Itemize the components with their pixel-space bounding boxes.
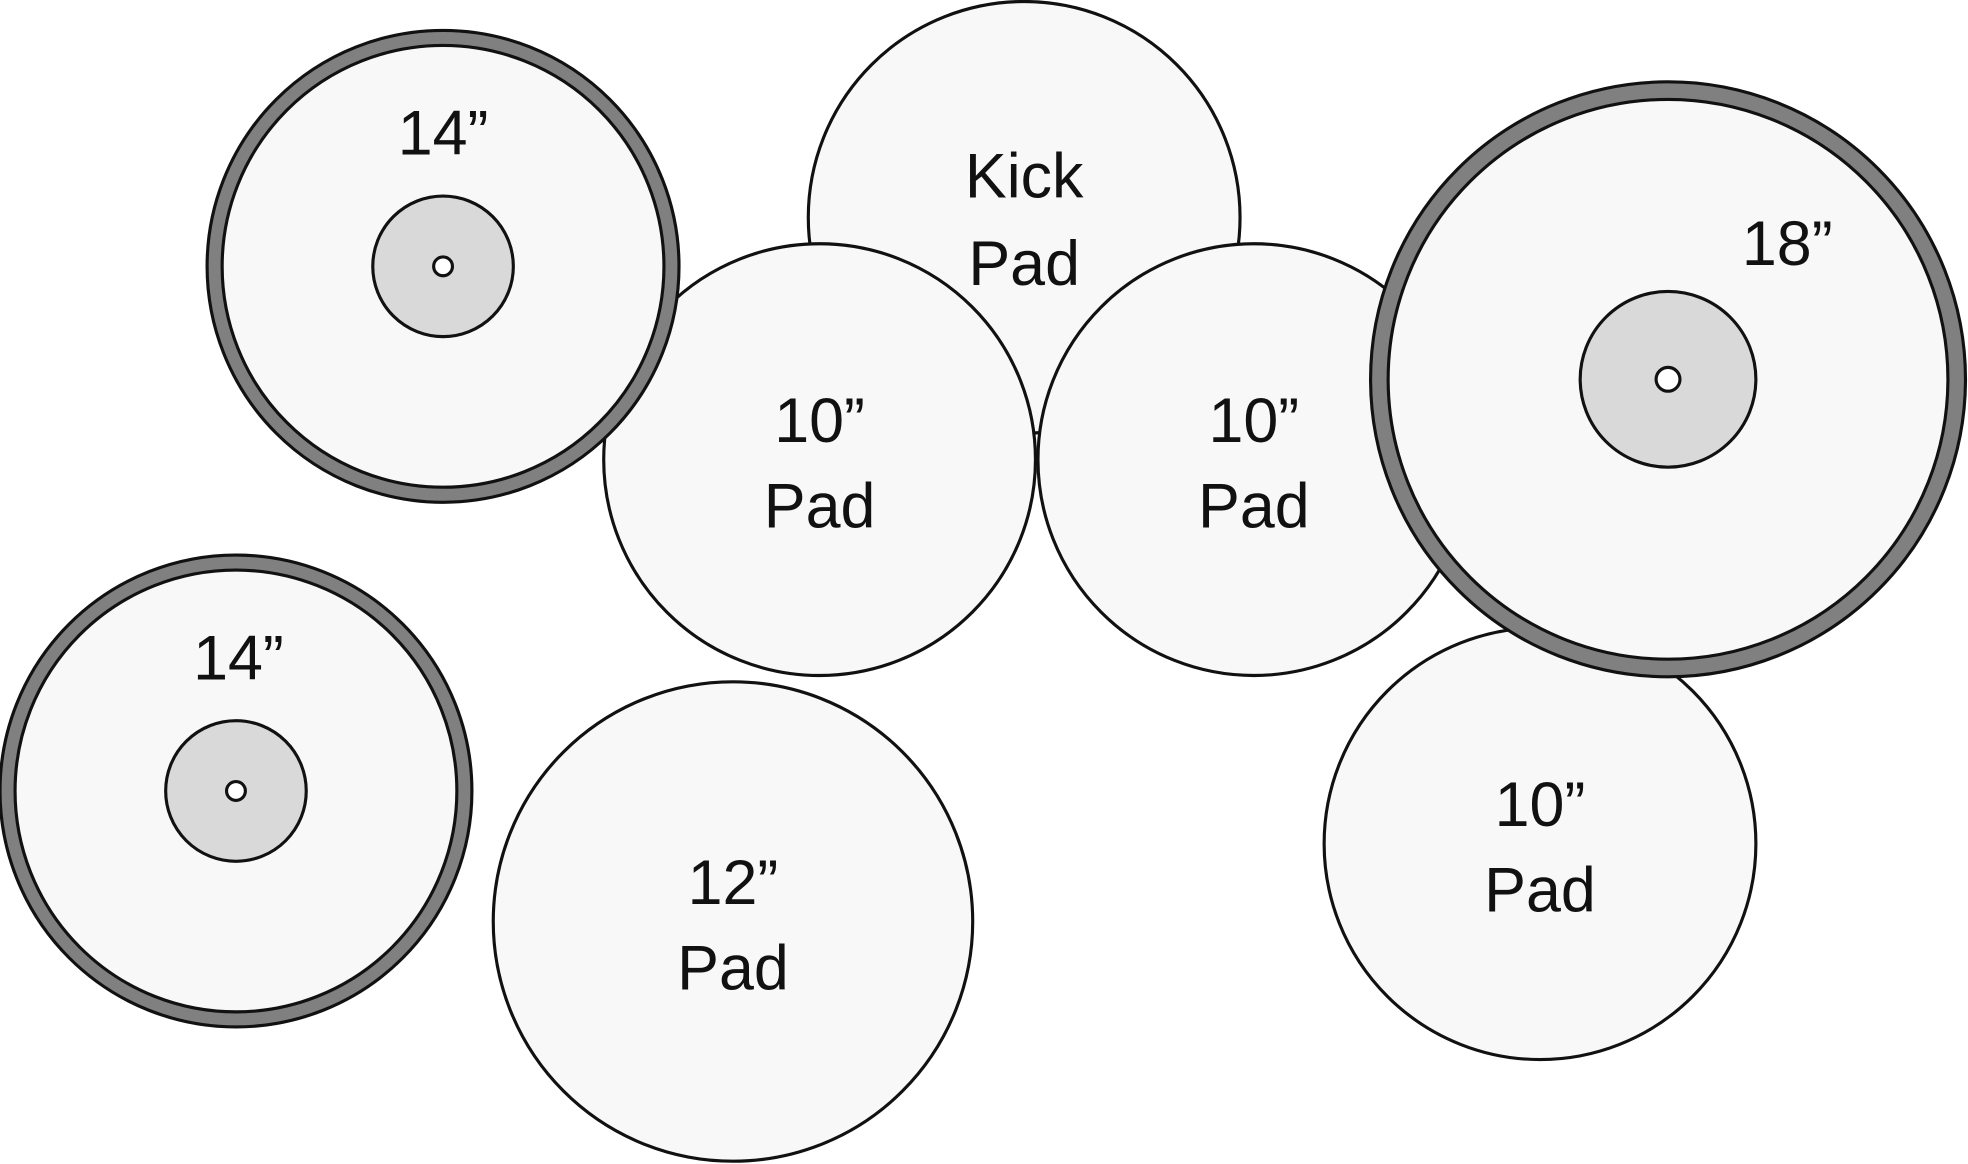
kick-pad-label-line2: Pad: [968, 229, 1080, 299]
snare-pad-size: 12”: [688, 848, 779, 918]
tom-pad-left-label: Pad: [764, 471, 876, 541]
snare-pad-label: Pad: [677, 933, 789, 1003]
tom-pad-right: 10” Pad: [1322, 626, 1758, 1062]
kick-pad-label-line1: Kick: [965, 141, 1084, 211]
snare-pad: 12” Pad: [491, 680, 975, 1163]
cymbal-bottom-left-size: 14”: [193, 623, 284, 693]
cymbal-right-size: 18”: [1742, 209, 1833, 279]
tom-pad-left-size: 10”: [774, 386, 865, 456]
tom-pad-middle: 10” Pad: [1036, 242, 1472, 678]
tom-pad-middle-size: 10”: [1208, 386, 1299, 456]
tom-pad-right-label: Pad: [1484, 855, 1596, 925]
tom-pad-left: 10” Pad: [602, 242, 1038, 678]
tom-pad-right-size: 10”: [1495, 770, 1586, 840]
tom-pad-middle-label: Pad: [1198, 471, 1310, 541]
cymbal-bottom-left: 14”: [0, 553, 474, 1029]
cymbal-right: 18”: [1369, 80, 1968, 679]
cymbal-top-left-size: 14”: [398, 99, 489, 169]
cymbal-top-left: 14”: [205, 28, 681, 504]
